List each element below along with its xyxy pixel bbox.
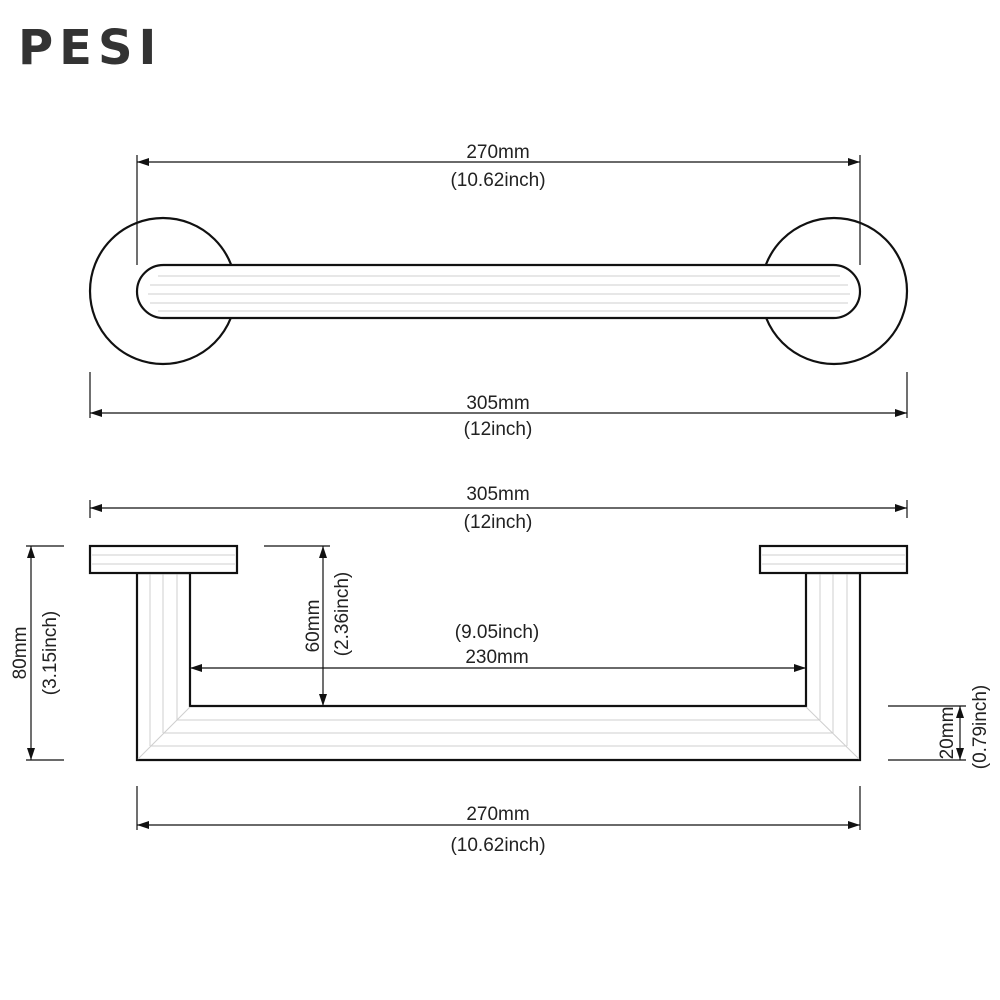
- dim-side-bar-diameter: 20mm (0.79inch): [888, 685, 991, 770]
- dim-side-clearance: 60mm (2.36inch): [264, 545, 353, 706]
- side-view: 305mm (12inch): [10, 484, 991, 856]
- dim-side-bottom: 270mm (10.62inch): [136, 786, 861, 856]
- bar-top-hatching: [148, 275, 850, 312]
- dim-label: 270mm: [466, 804, 529, 825]
- dim-side-height: 80mm (3.15inch): [10, 545, 64, 761]
- dim-label: (12inch): [464, 512, 533, 533]
- dim-label: (9.05inch): [455, 622, 540, 643]
- dim-label: (10.62inch): [450, 835, 545, 856]
- dim-label: (0.79inch): [970, 685, 991, 770]
- dim-label: (10.62inch): [450, 170, 545, 191]
- dim-label: 80mm: [10, 627, 31, 680]
- bar-top: [135, 263, 862, 320]
- dim-side-overall: 305mm (12inch): [89, 484, 908, 533]
- right-flange-side: [758, 544, 909, 575]
- dim-label: 230mm: [465, 647, 528, 668]
- dim-label: 20mm: [937, 707, 958, 760]
- dim-label: 270mm: [466, 142, 529, 163]
- dim-label: 60mm: [303, 600, 324, 653]
- dim-side-inner-gap: (9.05inch) 230mm: [190, 622, 806, 672]
- dim-label: 305mm: [466, 484, 529, 505]
- top-view: 270mm (10.62inch) 305mm (12inch): [88, 142, 909, 440]
- dim-label: (2.36inch): [332, 572, 353, 657]
- dim-top-outer: 305mm (12inch): [89, 372, 908, 440]
- flange-side-hatching: [92, 554, 905, 565]
- dim-top-inner: 270mm (10.62inch): [136, 142, 861, 265]
- dim-label: (12inch): [464, 419, 533, 440]
- dim-label: (3.15inch): [40, 611, 61, 696]
- bar-side-hatching: [137, 574, 860, 760]
- brand-logo: PESI: [18, 20, 162, 76]
- left-flange-side: [88, 544, 239, 575]
- dim-label: 305mm: [466, 393, 529, 414]
